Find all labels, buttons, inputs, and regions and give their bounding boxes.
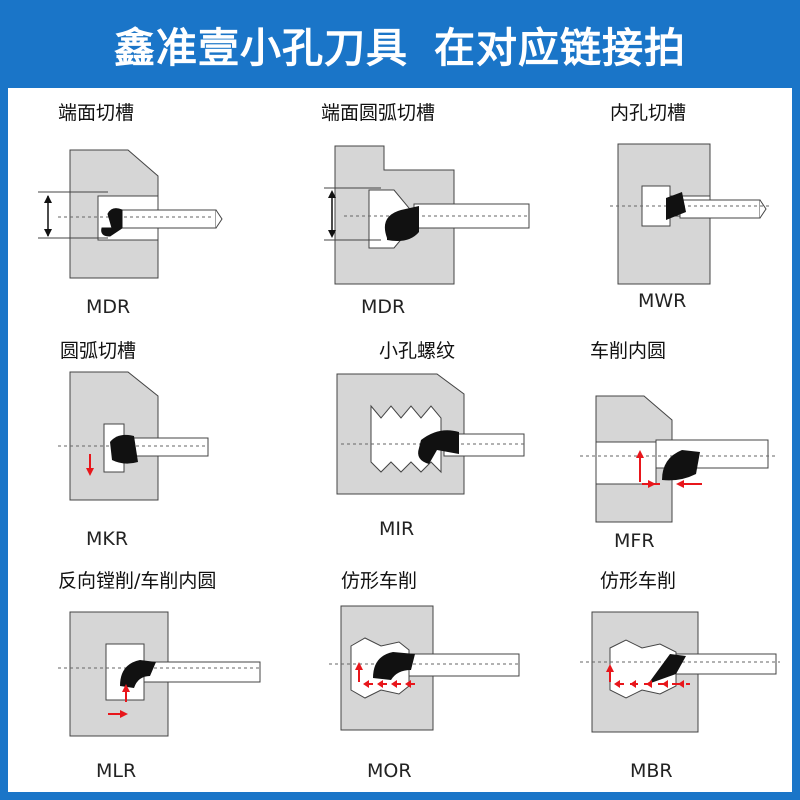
tool-title: 车削内圆 <box>590 340 667 362</box>
tool-code: MWR <box>638 290 687 312</box>
bore-grooving-diagram <box>610 143 770 285</box>
tool-code: MDR <box>86 296 131 318</box>
internal-turning-diagram <box>580 395 775 523</box>
tool-grid-panel: 端面切槽 MDR 端面圆弧切槽 <box>8 88 792 792</box>
banner-instruction-text: 在对应链接拍 <box>434 24 686 72</box>
small-bore-threading-diagram <box>336 373 525 495</box>
tool-title: 仿形车削 <box>600 570 677 592</box>
tool-code: MFR <box>614 530 655 552</box>
tool-card-small-bore-threading: 小孔螺纹 MIR <box>269 322 530 556</box>
tool-code: MDR <box>361 296 406 318</box>
tool-title: 端面圆弧切槽 <box>321 102 436 124</box>
tool-card-bore-grooving: 内孔切槽 MWR <box>530 88 791 322</box>
tool-card-profile-turning-2: 仿形车削 MBR <box>530 556 791 790</box>
tool-code: MIR <box>379 518 415 540</box>
tool-title: 仿形车削 <box>341 570 418 592</box>
back-boring-diagram <box>58 611 261 737</box>
tool-title: 小孔螺纹 <box>379 340 456 362</box>
banner-brand-text: 鑫准壹小孔刀具 <box>114 24 408 72</box>
tool-title: 端面切槽 <box>58 102 135 124</box>
tool-card-face-grooving: 端面切槽 MDR <box>8 88 269 322</box>
tool-card-profile-turning-1: 仿形车削 MOR <box>269 556 530 790</box>
tool-card-arc-grooving: 圆弧切槽 MKR <box>8 322 269 556</box>
tool-card-internal-turning: 车削内圆 MFR <box>530 322 791 556</box>
tool-code: MOR <box>367 760 412 782</box>
tool-code: MBR <box>630 760 673 782</box>
tool-card-back-boring: 反向镗削/车削内圆 MLR <box>8 556 269 790</box>
profile-turning-2-diagram <box>580 611 780 733</box>
tool-card-face-arc-grooving: 端面圆弧切槽 MDR <box>269 88 530 322</box>
tool-code: MLR <box>96 760 137 782</box>
profile-turning-1-diagram <box>329 605 521 731</box>
face-grooving-diagram <box>38 149 223 279</box>
tool-title: 圆弧切槽 <box>60 340 137 362</box>
tool-code: MKR <box>86 528 129 550</box>
face-arc-grooving-diagram <box>324 145 530 285</box>
header-banner: 鑫准壹小孔刀具 在对应链接拍 <box>0 0 800 88</box>
tool-title: 反向镗削/车削内圆 <box>58 570 217 592</box>
tool-title: 内孔切槽 <box>610 102 687 124</box>
arc-grooving-diagram <box>58 371 209 501</box>
